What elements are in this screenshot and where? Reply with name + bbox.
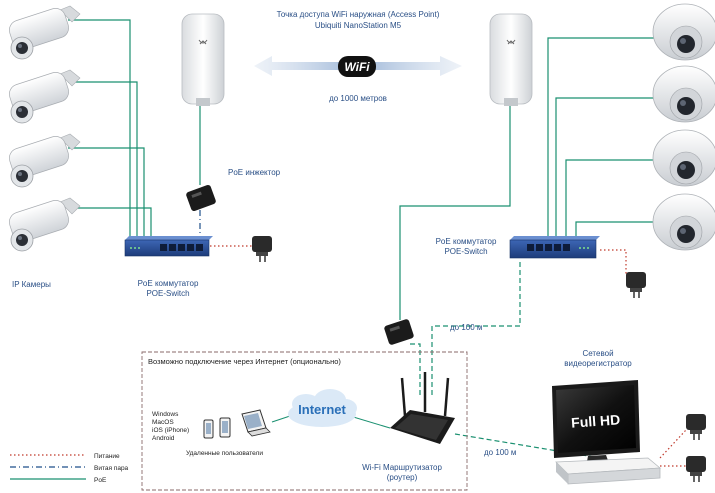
os-list: Windows MacOS iOS (iPhone) Android bbox=[152, 411, 189, 442]
bullet-camera-icon bbox=[9, 133, 81, 188]
wifi-badge bbox=[338, 56, 376, 77]
laptop-icon bbox=[241, 409, 271, 437]
router-icon bbox=[390, 372, 455, 444]
right-cameras bbox=[652, 3, 715, 251]
left-switch-label-1: PoE коммутатор bbox=[138, 279, 199, 288]
legend-poe-label: PoE bbox=[94, 477, 107, 484]
dome-camera-icon bbox=[652, 193, 715, 251]
dome-camera-icon bbox=[652, 65, 715, 123]
right-power-adapter-icon bbox=[626, 272, 646, 298]
legend-power-label: Питание bbox=[94, 453, 120, 460]
right-access-point bbox=[489, 13, 533, 106]
cloud-label: Internet bbox=[298, 402, 346, 417]
right-poe-switch-icon bbox=[509, 236, 600, 259]
os-item: Windows bbox=[152, 411, 179, 418]
monitor-text: Full HD bbox=[571, 411, 621, 430]
wifi-badge-text: WiFi bbox=[344, 60, 370, 74]
nvr-power-adapter-icon bbox=[686, 414, 706, 440]
left-poe-injector-icon bbox=[186, 185, 216, 211]
phone-icon bbox=[219, 417, 231, 438]
remote-users-label: Удаленные пользователи bbox=[186, 450, 263, 457]
internet-option-box bbox=[141, 351, 468, 491]
internet-cloud-icon bbox=[288, 389, 357, 427]
ubiquiti-logo-icon bbox=[506, 39, 516, 45]
bullet-camera-icon bbox=[9, 197, 81, 252]
ubiquiti-logo-icon bbox=[198, 39, 208, 45]
poe-cables bbox=[68, 19, 660, 320]
internet-link bbox=[349, 415, 391, 429]
poe-injector-label: PoE инжектор bbox=[228, 168, 281, 177]
nvr-icon bbox=[555, 457, 662, 485]
legend-twisted-pair-label: Витая пара bbox=[94, 465, 129, 472]
bullet-camera-icon bbox=[9, 69, 81, 124]
monitor-icon bbox=[552, 380, 640, 467]
left-switch-label-2: POE-Switch bbox=[146, 289, 189, 298]
nvr-power-adapter-icon bbox=[686, 456, 706, 482]
dome-camera-icon bbox=[652, 3, 715, 61]
wifi-link: WiFi до 1000 метров bbox=[254, 56, 462, 103]
os-item: Android bbox=[152, 435, 175, 442]
nvr-label-2: видеорегистратор bbox=[564, 359, 632, 368]
right-poe-injector-icon bbox=[384, 319, 414, 345]
left-cameras bbox=[9, 5, 81, 252]
bullet-camera-icon bbox=[9, 5, 81, 60]
distance-switch-label: до 100 м bbox=[450, 323, 482, 332]
left-access-point bbox=[181, 13, 225, 106]
left-power-adapter-icon bbox=[252, 236, 272, 262]
left-poe-switch-icon bbox=[124, 236, 213, 257]
cameras-label: IP Камеры bbox=[12, 280, 51, 289]
dome-camera-icon bbox=[652, 129, 715, 187]
remote-devices bbox=[203, 409, 271, 439]
power-cables bbox=[210, 245, 687, 467]
right-switch-label-2: POE-Switch bbox=[444, 247, 487, 256]
distance-nvr-label: до 100 м bbox=[484, 448, 516, 457]
right-switch-label-1: PoE коммутатор bbox=[436, 237, 497, 246]
nvr-label-1: Сетевой bbox=[582, 349, 613, 358]
wifi-distance-label: до 1000 метров bbox=[329, 94, 387, 103]
title-line-2: Ubiquiti NanoStation M5 bbox=[315, 21, 402, 30]
title-line-1: Точка доступа WiFi наружная (Access Poin… bbox=[277, 10, 440, 19]
router-label-2: (роутер) bbox=[387, 473, 418, 482]
router-label-1: Wi-Fi Маршрутизатор bbox=[362, 463, 442, 472]
internet-box-title: Возможно подключение через Интернет (опц… bbox=[148, 357, 341, 366]
os-item: iOS (iPhone) bbox=[152, 427, 189, 434]
legend: Питание Витая пара PoE bbox=[10, 453, 129, 484]
os-item: MacOS bbox=[152, 419, 174, 426]
phone-icon bbox=[203, 419, 214, 439]
